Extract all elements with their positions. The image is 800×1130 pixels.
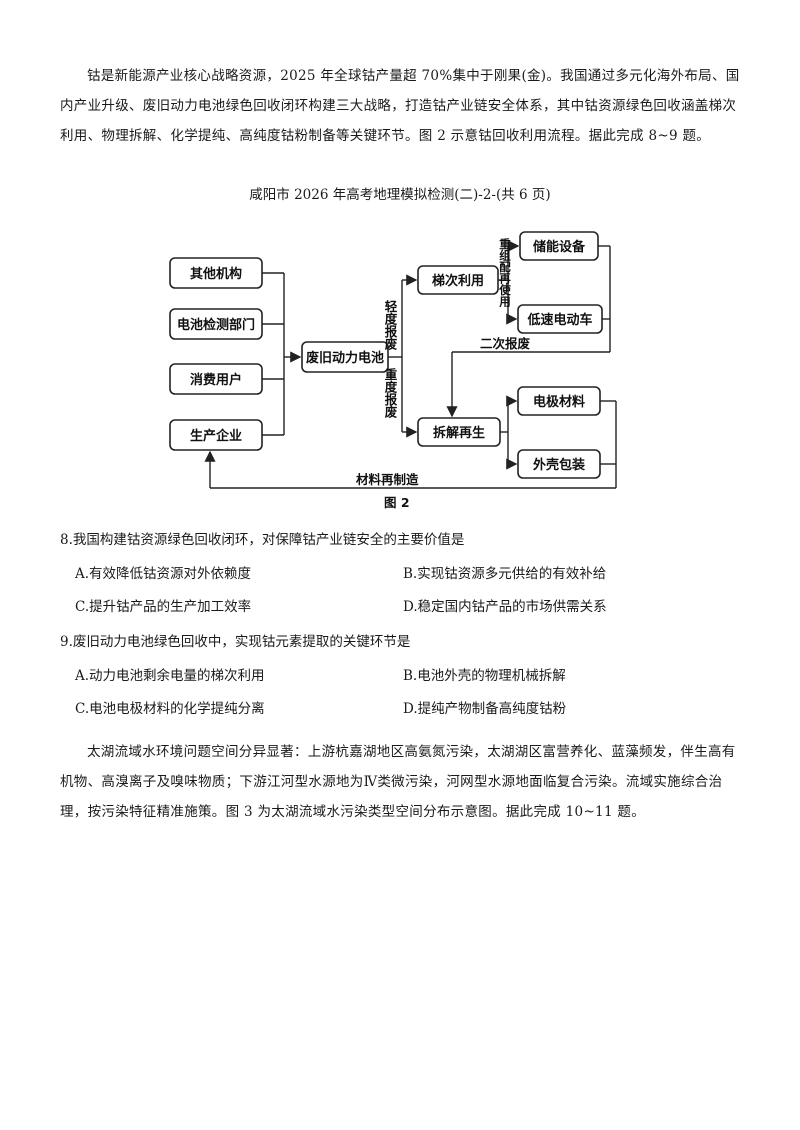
source-label-testing: 电池检测部门: [177, 317, 255, 333]
q9-option-b[interactable]: B.电池外壳的物理机械拆解: [403, 668, 566, 684]
cobalt-recycling-flow-diagram: 其他机构 电池检测部门 消费用户 生产企业 废旧动力电池 梯次利用 储能设备 低…: [169, 231, 617, 510]
source-label-consumer: 消费用户: [190, 372, 242, 388]
secondary-scrap-label: 二次报废: [480, 336, 531, 351]
passage-cobalt: 钴是新能源产业核心战略资源，2025 年全球钴产量超 70%集中于刚果(金)。我…: [60, 68, 740, 144]
remanufacture-label: 材料再制造: [355, 472, 419, 487]
q9-option-a[interactable]: A.动力电池剩余电量的梯次利用: [75, 668, 265, 684]
question-9: 9.废旧动力电池绿色回收中，实现钴元素提取的关键环节是: [60, 634, 411, 650]
q9-option-c[interactable]: C.电池电极材料的化学提纯分离: [75, 701, 265, 717]
q8-option-b[interactable]: B.实现钴资源多元供给的有效补给: [403, 566, 607, 582]
question-8: 8.我国构建钴资源绿色回收闭环，对保障钴产业链安全的主要价值是: [60, 532, 465, 548]
heavy-scrap-label: 重度报废: [383, 367, 398, 419]
cascade-label: 梯次利用: [432, 273, 484, 289]
q8-option-d[interactable]: D.稳定国内钴产品的市场供需关系: [403, 599, 607, 615]
page-footer: 咸阳市 2026 年高考地理模拟检测(二)-2-(共 6 页): [249, 187, 551, 203]
q9-option-d[interactable]: D.提纯产物制备高纯度钴粉: [403, 701, 567, 717]
figure-caption: 图 2: [384, 495, 410, 510]
light-scrap-label: 轻度报废: [383, 299, 398, 351]
shell-label: 外壳包装: [532, 457, 585, 473]
reconfig-label: 重组配再使用: [498, 237, 512, 308]
source-label-producer: 生产企业: [190, 428, 242, 444]
storage-label: 储能设备: [532, 239, 586, 255]
dismantle-label: 拆解再生: [433, 425, 485, 441]
electrode-label: 电极材料: [533, 394, 585, 410]
source-label-other: 其他机构: [190, 266, 242, 282]
q8-option-c[interactable]: C.提升钴产品的生产加工效率: [75, 599, 252, 615]
passage-taihu: 太湖流域水环境问题空间分异显著：上游杭嘉湖地区高氨氮污染，太湖湖区富营养化、蓝藻…: [60, 744, 736, 820]
ev-label: 低速电动车: [526, 312, 592, 328]
q8-option-a[interactable]: A.有效降低钴资源对外依赖度: [75, 566, 252, 582]
center-label: 废旧动力电池: [306, 350, 384, 366]
